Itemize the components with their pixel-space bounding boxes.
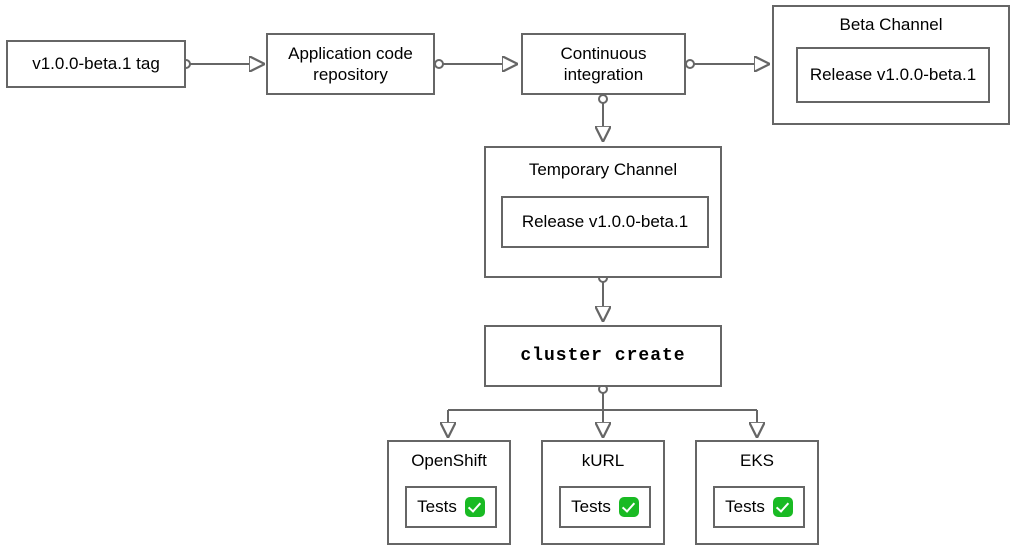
edge-ci-to-beta-channel bbox=[685, 60, 769, 68]
group-eks[interactable]: EKS Tests bbox=[695, 440, 819, 545]
edge-tag-to-repo bbox=[181, 60, 264, 68]
edge-ci-to-temporary-channel bbox=[599, 94, 607, 141]
node-continuous-integration-label: Continuous integration bbox=[560, 43, 647, 84]
group-kurl-title: kURL bbox=[581, 451, 625, 470]
node-openshift-tests[interactable]: Tests bbox=[405, 486, 497, 528]
group-temporary-channel[interactable]: Temporary Channel Release v1.0.0-beta.1 bbox=[484, 146, 722, 278]
group-kurl[interactable]: kURL Tests bbox=[541, 440, 665, 545]
node-application-code-repository-label: Application code repository bbox=[288, 43, 413, 84]
group-beta-channel-title: Beta Channel bbox=[839, 15, 943, 34]
node-application-code-repository[interactable]: Application code repository bbox=[266, 33, 435, 95]
node-eks-tests-label: Tests bbox=[725, 497, 765, 516]
node-cluster-create[interactable]: cluster create bbox=[484, 325, 722, 387]
group-openshift-title: OpenShift bbox=[411, 451, 487, 470]
check-mark-button-icon bbox=[772, 497, 793, 517]
node-beta-channel-release[interactable]: Release v1.0.0-beta.1 bbox=[796, 47, 990, 103]
group-eks-title: EKS bbox=[739, 451, 775, 470]
node-temporary-channel-release[interactable]: Release v1.0.0-beta.1 bbox=[501, 196, 709, 248]
edge-repo-to-ci bbox=[434, 60, 517, 68]
node-eks-tests[interactable]: Tests bbox=[713, 486, 805, 528]
node-openshift-tests-label: Tests bbox=[417, 497, 457, 516]
node-kurl-tests[interactable]: Tests bbox=[559, 486, 651, 528]
node-temporary-channel-release-label: Release v1.0.0-beta.1 bbox=[521, 212, 689, 231]
node-version-tag[interactable]: v1.0.0-beta.1 tag bbox=[6, 40, 186, 88]
node-beta-channel-release-label: Release v1.0.0-beta.1 bbox=[809, 65, 977, 84]
node-version-tag-label: v1.0.0-beta.1 tag bbox=[32, 54, 160, 74]
check-mark-button-icon bbox=[464, 497, 485, 517]
check-mark-button-icon bbox=[618, 497, 639, 517]
node-continuous-integration[interactable]: Continuous integration bbox=[521, 33, 686, 95]
node-kurl-tests-label: Tests bbox=[571, 497, 611, 516]
group-temporary-channel-title: Temporary Channel bbox=[528, 160, 678, 179]
node-cluster-create-label: cluster create bbox=[520, 345, 686, 366]
group-openshift[interactable]: OpenShift Tests bbox=[387, 440, 511, 545]
edge-temporary-channel-to-cluster-create bbox=[599, 273, 607, 321]
edge-cluster-create-branch bbox=[448, 384, 757, 437]
group-beta-channel[interactable]: Beta Channel Release v1.0.0-beta.1 bbox=[772, 5, 1010, 125]
